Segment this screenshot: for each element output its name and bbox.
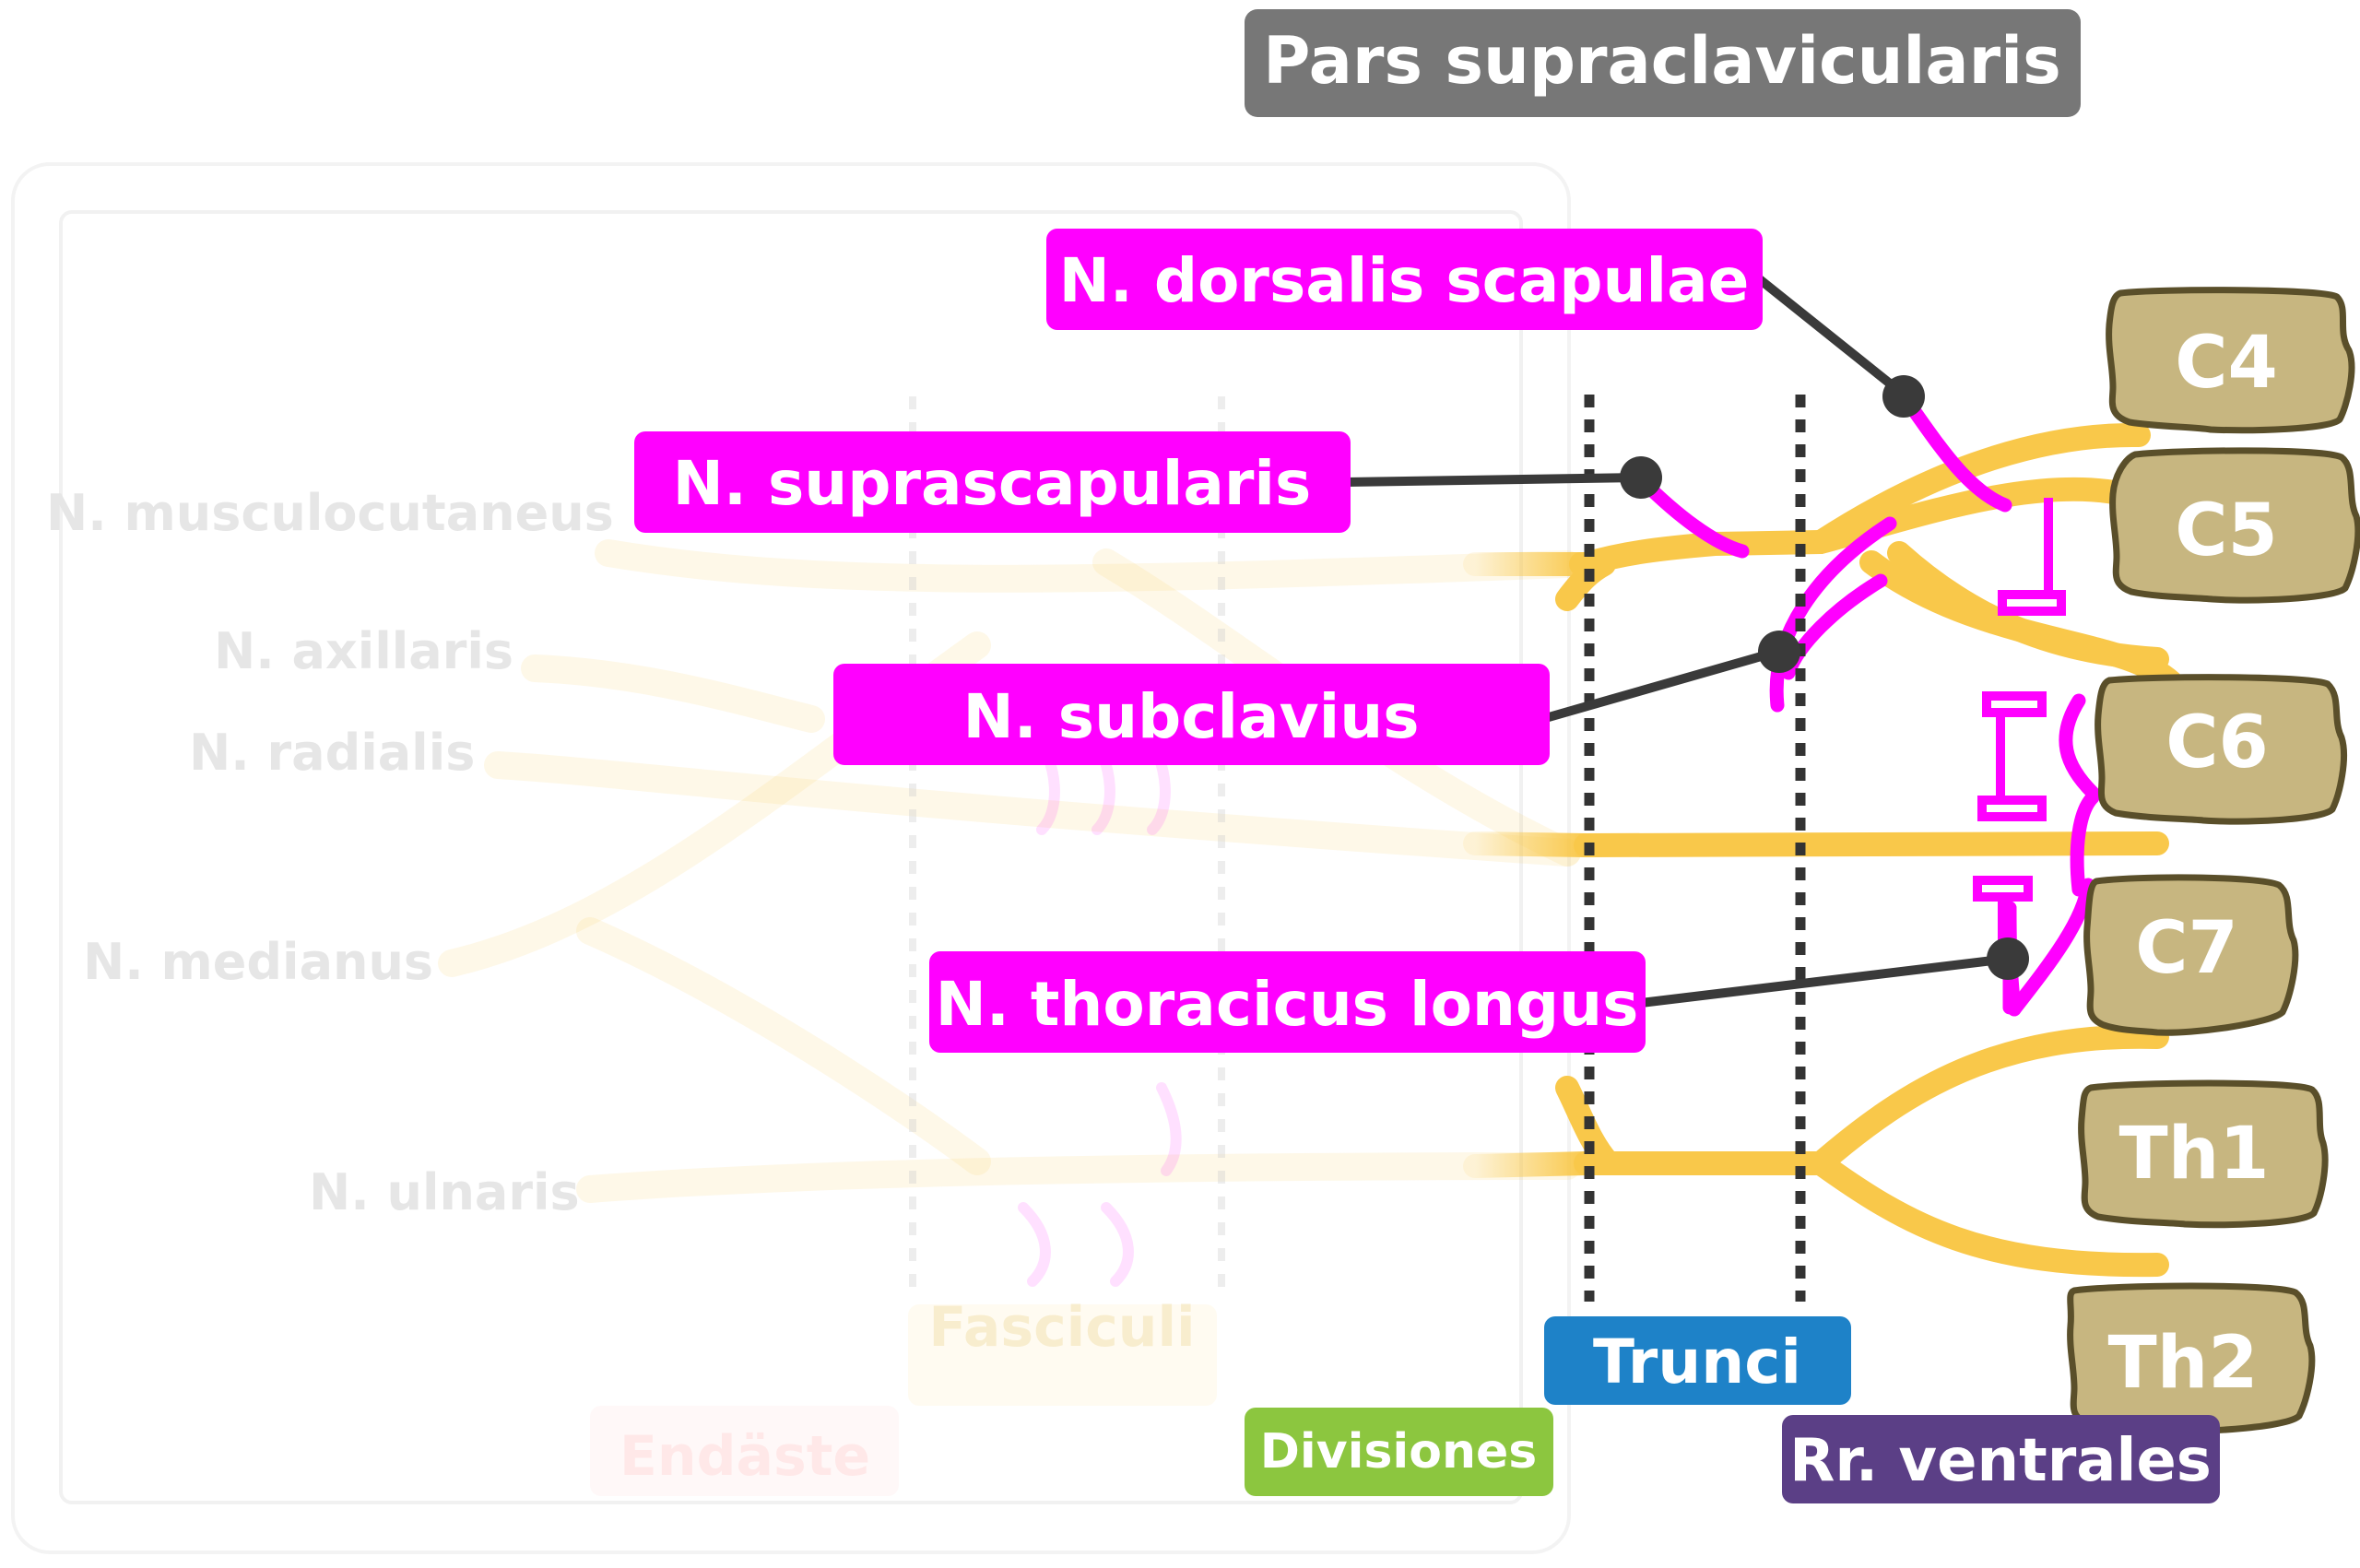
faded-label-endaeste: Endäste	[620, 1424, 870, 1489]
nerve-label-suprascapularis: N. suprascapularis	[634, 431, 1351, 533]
leader-dot-dorsalis	[1882, 375, 1925, 418]
faded-label-fasciculi: Fasciculi	[928, 1295, 1195, 1360]
faded-label-axillaris: N. axillaris	[214, 622, 513, 680]
section-trunci-text: Trunci	[1593, 1326, 1801, 1397]
section-label-divisiones: Divisiones	[1245, 1408, 1553, 1496]
vertebra-th1	[2078, 1079, 2329, 1229]
leader-dot-thoracicus	[1987, 937, 2029, 980]
faded-label-ulnaris: N. ulnaris	[309, 1163, 580, 1221]
faded-endaeste-box	[590, 1406, 899, 1496]
faded-frame-outer	[11, 162, 1571, 1554]
plexus-fade-segments	[1463, 552, 1598, 1178]
nerve-label-dorsalis-text: N. dorsalis scapulae	[1059, 245, 1750, 316]
faded-label-radialis: N. radialis	[189, 724, 475, 782]
vertebra-c5	[2109, 447, 2360, 604]
dotted-dividers	[1584, 395, 1806, 1302]
title-badge	[1245, 9, 2081, 117]
faded-label-musculocutaneus: N. musculocutaneus	[46, 484, 614, 542]
vertebra-label-c7: C7	[2135, 907, 2238, 990]
nerve-label-suprascapularis-text: N. suprascapularis	[673, 448, 1312, 519]
nerve-label-subclavius: N. subclavius	[833, 664, 1550, 765]
section-label-trunci: Trunci	[1544, 1316, 1851, 1405]
vertebra-label-c6: C6	[2165, 701, 2269, 784]
nerve-label-thoracicus-text: N. thoracicus longus	[936, 969, 1639, 1040]
branch-stubs	[1973, 498, 2066, 963]
nerve-label-subclavius-text: N. subclavius	[963, 681, 1420, 752]
vertebra-c7	[2083, 874, 2299, 1036]
vertebra-c6	[2094, 674, 2347, 825]
plexus-trunks	[1555, 422, 2183, 1278]
faded-fasciculi-box	[908, 1304, 1217, 1406]
vertebra-label-c4: C4	[2175, 322, 2278, 405]
vertebra-label-th2: Th2	[2107, 1322, 2258, 1405]
vertebra-label-th1: Th1	[2118, 1113, 2269, 1196]
page-title: Pars supraclavicularis	[1263, 23, 2061, 99]
vertebrae	[2067, 287, 2360, 1434]
faded-distal-plexus	[438, 539, 1581, 1203]
vertebra-labels: C4 C5 C6 C7 Th1 Th2	[2107, 322, 2277, 1405]
faded-label-group: N. musculocutaneus N. axillaris N. radia…	[46, 484, 614, 1221]
leader-dot-subclavius	[1758, 631, 1800, 673]
leader-lines	[1341, 272, 2012, 1008]
vertebra-label-c5: C5	[2175, 489, 2278, 572]
section-divisiones-text: Divisiones	[1260, 1424, 1537, 1480]
section-label-rami-ventrales: Rr. ventrales	[1782, 1415, 2220, 1503]
faded-dotted-lines	[909, 396, 1225, 1300]
nerve-label-thoracicus-longus: N. thoracicus longus	[929, 951, 1646, 1053]
faded-frame-inner	[59, 210, 1523, 1504]
leader-dot-suprascapularis	[1620, 456, 1662, 499]
nerve-label-dorsalis-scapulae: N. dorsalis scapulae	[1046, 229, 1763, 330]
vertebra-c4	[2106, 287, 2355, 434]
faded-label-medianus: N. medianus	[83, 933, 433, 991]
section-rami-text: Rr. ventrales	[1789, 1427, 2212, 1495]
vertebra-th2	[2067, 1282, 2316, 1434]
leader-dots	[1620, 375, 2029, 980]
